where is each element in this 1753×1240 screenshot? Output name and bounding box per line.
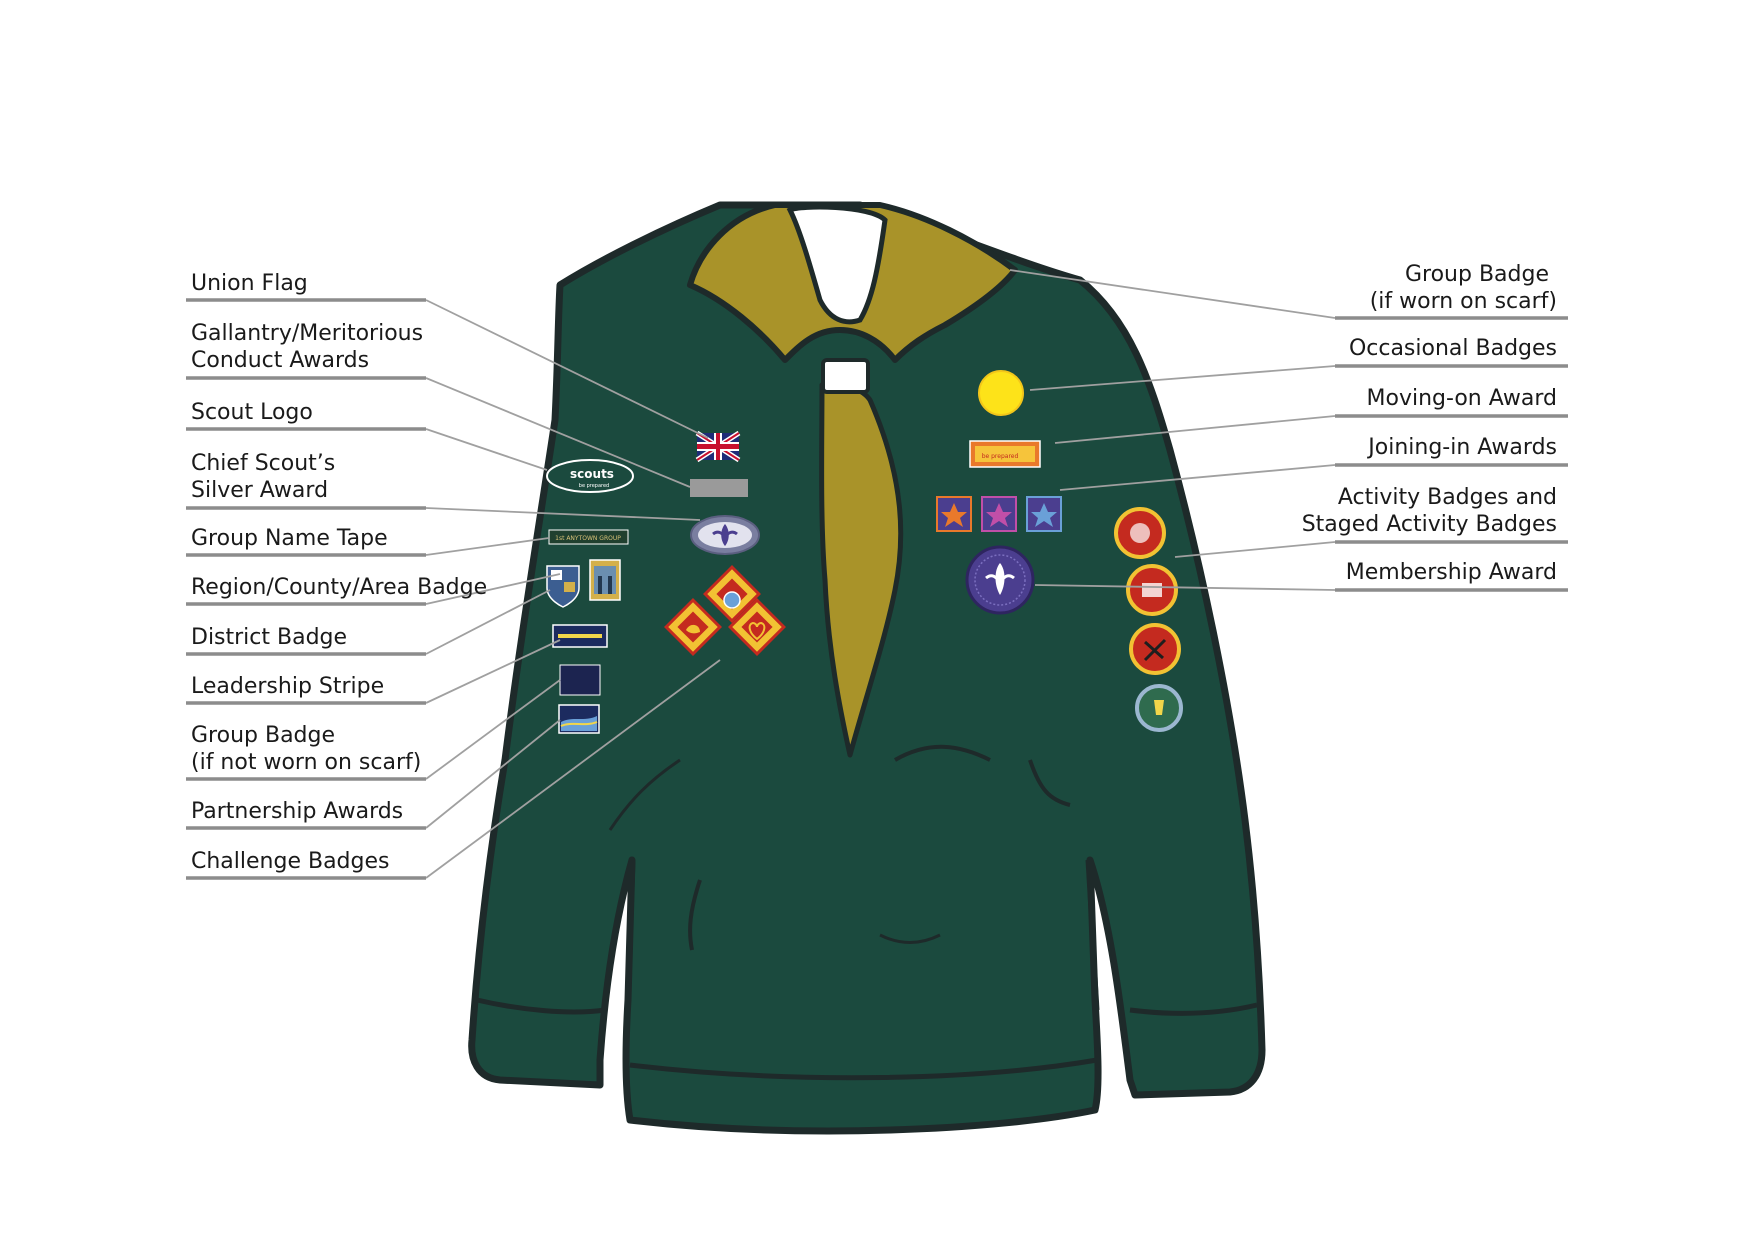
leader-challenge: [425, 659, 721, 879]
label-group-badge-on-scarf: Group Badge (if worn on scarf): [1370, 261, 1557, 315]
membership-award: [965, 545, 1035, 615]
label-text: Silver Award: [191, 478, 329, 503]
gallantry-award-ribbon: [690, 479, 748, 497]
occasional-badge: [978, 370, 1024, 416]
activity-badge-3: [1129, 623, 1181, 675]
label-membership-award: Membership Award: [1346, 559, 1557, 586]
leader-chief-scout: [425, 507, 701, 521]
leader-leadership-stripe: [425, 639, 561, 704]
union-flag-badge: [695, 430, 741, 463]
challenge-badge-personal: [728, 598, 786, 656]
moving-on-award-text: be prepared: [982, 453, 1019, 460]
label-gallantry-awards: Gallantry/Meritorious Conduct Awards: [191, 320, 423, 374]
label-text: Union Flag: [191, 271, 308, 296]
label-text: Region/County/Area Badge: [191, 575, 488, 600]
label-text: Conduct Awards: [191, 348, 370, 373]
leader-name-tape: [425, 537, 550, 556]
challenge-badge-global: [703, 565, 761, 623]
leader-joining-in: [1059, 464, 1336, 491]
moving-on-award: be prepared: [969, 440, 1041, 468]
partnership-award: [558, 704, 600, 734]
leader-group-badge-right: [1009, 269, 1336, 319]
label-text: Membership Award: [1345, 560, 1557, 585]
label-group-name-tape: Group Name Tape: [191, 525, 388, 552]
group-name-tape-text: 1st ANYTOWN GROUP: [555, 535, 621, 542]
leader-district-badge: [425, 589, 551, 655]
leader-gallantry: [425, 377, 691, 488]
label-partnership-awards: Partnership Awards: [191, 798, 403, 825]
challenge-badges: [664, 565, 786, 656]
label-challenge-badges: Challenge Badges: [191, 848, 389, 875]
joining-in-awards: [936, 496, 1062, 532]
leader-scout-logo: [425, 428, 548, 471]
joining-in-award-2: [981, 496, 1017, 532]
group-name-tape: 1st ANYTOWN GROUP: [548, 529, 629, 545]
leader-group-badge-left: [425, 679, 561, 780]
label-text: Group Badge: [1404, 262, 1549, 287]
label-text: Moving-on Award: [1366, 386, 1557, 411]
label-activity-badges: Activity Badges and Staged Activity Badg…: [1302, 484, 1557, 538]
activity-badge-1: [1114, 507, 1166, 559]
label-region-county-area-badge: Region/County/Area Badge: [191, 574, 487, 601]
leader-region-badge: [425, 573, 561, 605]
leadership-stripe: [552, 624, 608, 648]
label-underlines: [186, 298, 1568, 880]
joining-in-award-3: [1026, 496, 1062, 532]
label-district-badge: District Badge: [191, 624, 347, 651]
scarf: [687, 202, 1018, 758]
label-group-badge-not-on-scarf: Group Badge (if not worn on scarf): [191, 722, 421, 776]
label-leadership-stripe: Leadership Stripe: [191, 673, 384, 700]
label-chief-scouts-silver-award: Chief Scout’s Silver Award: [191, 450, 335, 504]
label-text: Gallantry/Meritorious: [191, 321, 424, 346]
label-joining-in-awards: Joining-in Awards: [1368, 434, 1557, 461]
label-text: Occasional Badges: [1348, 336, 1557, 361]
label-moving-on-award: Moving-on Award: [1367, 385, 1557, 412]
label-union-flag: Union Flag: [191, 270, 308, 297]
leader-moving-on: [1054, 415, 1336, 444]
label-text: Chief Scout’s: [191, 451, 336, 476]
leader-lines: [425, 269, 1336, 879]
chief-scouts-silver-award: [690, 515, 760, 555]
label-text: Scout Logo: [191, 400, 313, 425]
group-badge-sleeve: [559, 664, 601, 696]
region-county-area-badge: [589, 559, 621, 601]
leader-partnership: [425, 719, 561, 829]
activity-badge-2: [1126, 564, 1178, 616]
label-text: Partnership Awards: [191, 799, 404, 824]
label-text: Group Badge: [191, 723, 336, 748]
label-text: Group Name Tape: [191, 526, 388, 551]
joining-in-award-1: [936, 496, 972, 532]
leader-activity: [1174, 541, 1336, 558]
staged-activity-badge: [1135, 684, 1183, 732]
label-text: District Badge: [191, 625, 348, 650]
label-text: Challenge Badges: [191, 849, 390, 874]
label-text: Leadership Stripe: [191, 674, 385, 699]
challenge-badge-creative: [664, 598, 722, 656]
scout-logo-text: scouts: [570, 467, 614, 481]
scout-logo-tagline: be prepared: [579, 483, 609, 489]
leader-union-flag: [425, 299, 709, 439]
label-scout-logo: Scout Logo: [191, 399, 313, 426]
label-occasional-badges: Occasional Badges: [1349, 335, 1557, 362]
scout-logo: scouts be prepared: [546, 459, 634, 493]
leader-occasional: [1029, 365, 1336, 391]
label-text: Activity Badges and: [1337, 485, 1557, 510]
label-text: (if worn on scarf): [1369, 289, 1557, 314]
leader-membership: [1034, 584, 1336, 591]
label-text: (if not worn on scarf): [191, 750, 422, 775]
label-text: Joining-in Awards: [1368, 435, 1557, 460]
label-text: Staged Activity Badges: [1301, 512, 1557, 537]
